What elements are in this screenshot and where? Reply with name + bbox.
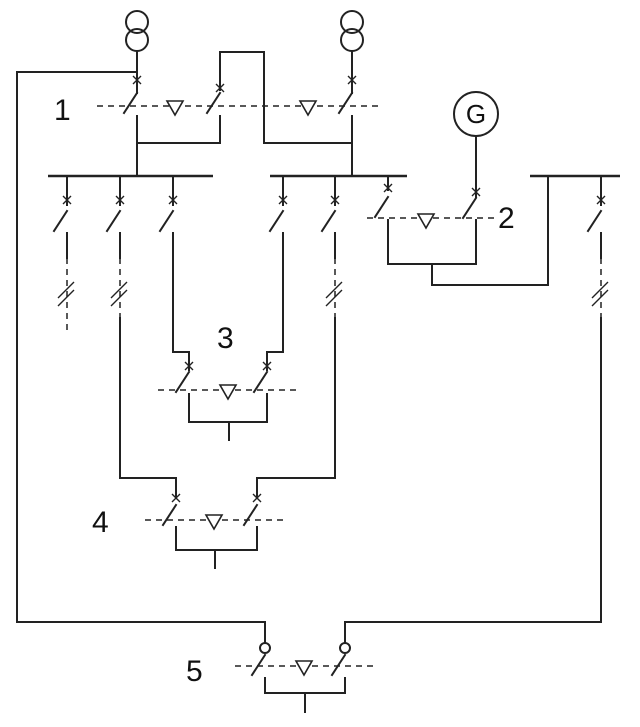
transformer-right-icon <box>340 10 364 85</box>
feeder-right-2 <box>256 175 343 499</box>
generator-label: G <box>466 99 486 129</box>
feeder-left-2 <box>105 175 177 499</box>
label-group-4: 4 <box>92 506 109 539</box>
feeder-left-1 <box>52 175 75 330</box>
label-group-5: 5 <box>186 655 203 688</box>
feeder-far-right <box>344 175 609 644</box>
group-2-switchgear <box>367 175 549 286</box>
group-4-switchgear <box>145 493 285 569</box>
group-5-switchgear <box>235 642 375 713</box>
outer-loop-feed <box>16 71 266 644</box>
label-group-1: 1 <box>54 94 71 127</box>
group-3-switchgear <box>158 361 300 441</box>
generator-icon <box>453 91 499 198</box>
label-group-3: 3 <box>217 322 234 355</box>
feeder-right-1 <box>266 175 288 371</box>
feeder-left-3 <box>158 175 190 371</box>
group-1-switchgear <box>97 51 383 177</box>
label-group-2: 2 <box>498 202 515 235</box>
transformer-left-icon <box>125 10 149 85</box>
